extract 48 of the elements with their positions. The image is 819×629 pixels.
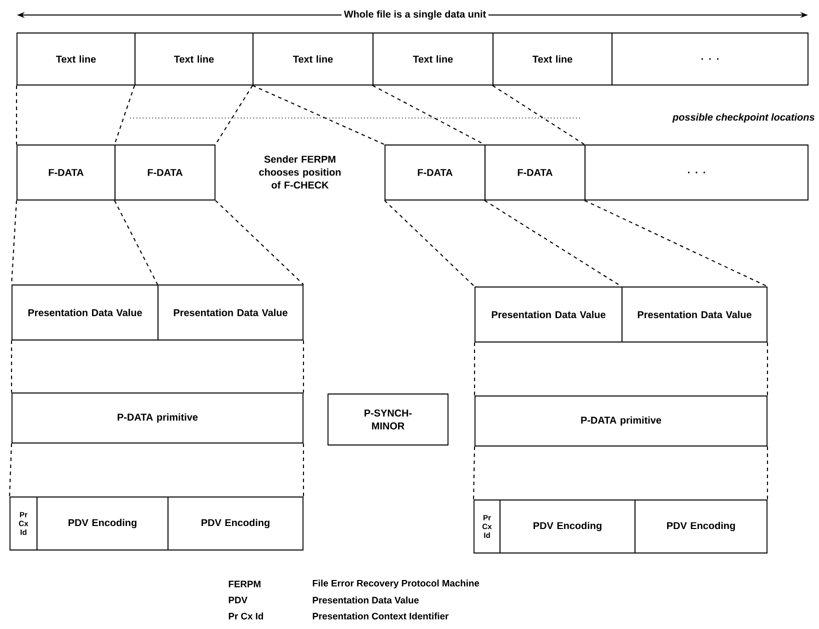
cell-box: Text line — [492, 32, 612, 86]
dashed-line — [473, 446, 476, 500]
abbreviation-meaning: Presentation Context Identifier — [312, 612, 449, 620]
cell-box: F-DATA — [114, 144, 216, 200]
cell-box: . . . — [584, 144, 808, 200]
dashed-line — [766, 342, 768, 396]
cell-box: . . . — [612, 32, 808, 86]
dashed-line — [16, 85, 18, 145]
dashed-line — [114, 200, 158, 285]
cell-box: F-DATA — [384, 144, 486, 200]
abbreviation: PDV — [228, 596, 248, 604]
cell-box: Text line — [134, 32, 254, 86]
dimension-label: Whole file is a single data unit — [342, 8, 488, 22]
cell-box: Presentation Data Value — [158, 284, 304, 340]
cell-box: Text line — [16, 32, 136, 86]
cell-box: P-DATA primitive — [474, 396, 768, 446]
dashed-line — [474, 342, 476, 396]
dashed-line — [215, 85, 253, 145]
dashed-line — [584, 200, 768, 288]
dashed-line — [9, 443, 12, 497]
note-text: Sender FERPM chooses position of F-CHECK — [259, 155, 341, 189]
cell-box: Presentation Data Value — [12, 284, 158, 340]
dashed-line — [766, 446, 768, 500]
dashed-line — [11, 340, 12, 393]
cell-box: P-SYNCH-MINOR — [328, 394, 448, 446]
dashed-line — [215, 200, 304, 285]
abbreviation-meaning: File Error Recovery Protocol Machine — [312, 580, 480, 588]
dashed-line — [302, 340, 304, 393]
cell-box: Text line — [252, 32, 374, 86]
abbreviation-meaning: Presentation Data Value — [312, 596, 419, 604]
dashed-line — [114, 85, 136, 145]
dashed-line — [492, 85, 585, 145]
abbreviation: Pr Cx Id — [228, 612, 264, 620]
cell-box: P-DATA primitive — [12, 392, 304, 444]
cell-box: PDV Encoding — [36, 496, 168, 550]
checkpoint-label: possible checkpoint locations — [672, 113, 814, 123]
cell-box: Text line — [372, 32, 494, 86]
cell-box: PDV Encoding — [634, 500, 768, 554]
cell-box: F-DATA — [484, 144, 586, 200]
cell-box: PDV Encoding — [168, 496, 304, 550]
dashed-line — [252, 85, 385, 146]
cell-box: PDV Encoding — [500, 500, 636, 554]
dashed-line — [302, 443, 304, 497]
cell-box: F-DATA — [16, 144, 116, 200]
cell-box: Presentation Data Value — [474, 286, 622, 342]
abbreviation: FERPM — [228, 580, 260, 588]
cell-box: Presentation Data Value — [622, 286, 768, 342]
dashed-line — [384, 200, 475, 287]
